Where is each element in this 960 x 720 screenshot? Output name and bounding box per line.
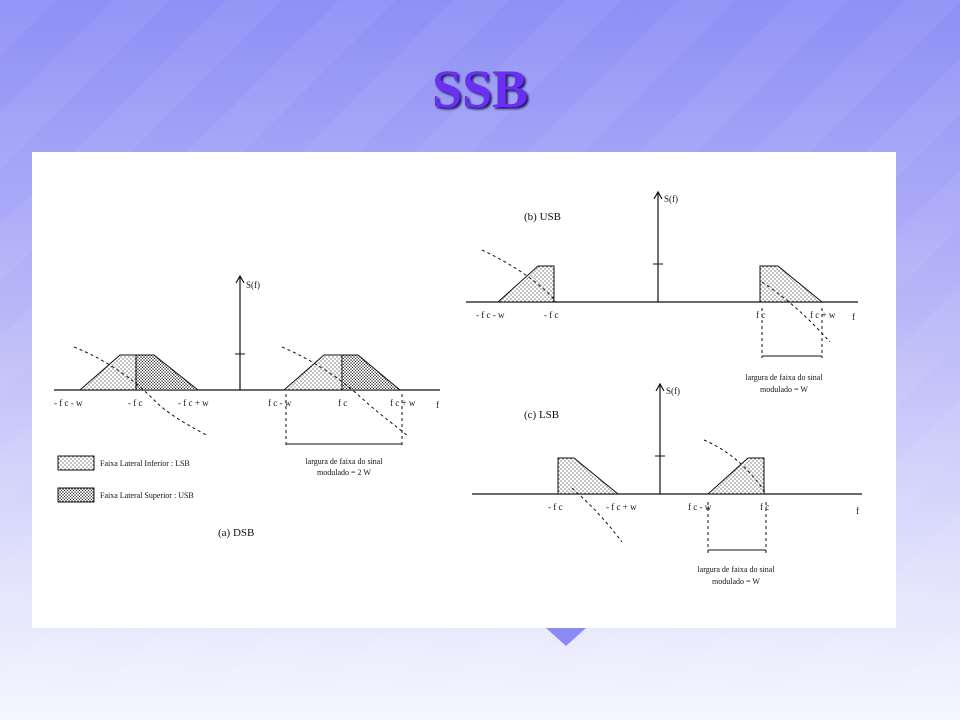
dsb-left-lsb-band bbox=[78, 354, 137, 391]
lsb-tick-fc-minus-w: f c - w bbox=[688, 502, 712, 512]
usb-plot: S(f) f (b) USB - f c - w - f c f c f c +… bbox=[466, 190, 858, 394]
lsb-tick-fc: f c bbox=[760, 502, 769, 512]
lsb-bw-text-2: modulado = W bbox=[712, 577, 760, 586]
usb-bw-text-1: largura de faixa do sinal bbox=[745, 373, 823, 382]
dsb-left-dashed-spectrum bbox=[73, 346, 209, 437]
lsb-caption: (c) LSB bbox=[524, 409, 559, 421]
next-slide-arrow-icon[interactable] bbox=[546, 628, 586, 646]
usb-tick-fc: f c bbox=[756, 310, 765, 320]
usb-right-band bbox=[759, 265, 824, 303]
dsb-s-label: S(f) bbox=[246, 280, 260, 290]
usb-caption: (b) USB bbox=[524, 211, 561, 223]
dsb-s-axis-arrow bbox=[235, 274, 245, 284]
dsb-tick-fc-minus-w: f c - w bbox=[268, 398, 292, 408]
lsb-plot: S(f) f (c) LSB - f c - f c + w f c - w f… bbox=[472, 382, 862, 586]
dsb-tick-fc-plus-w: f c + w bbox=[390, 398, 416, 408]
usb-bw-text-2: modulado = W bbox=[760, 385, 808, 394]
legend-usb-swatch bbox=[57, 487, 95, 503]
dsb-f-label: f bbox=[436, 400, 439, 410]
lsb-bw-text-1: largura de faixa do sinal bbox=[697, 565, 775, 574]
dsb-plot: S(f) f - f c - w - f c - f c + w f c - w… bbox=[54, 274, 440, 539]
usb-s-axis-arrow bbox=[653, 190, 663, 200]
dsb-tick-neg-fc: - f c bbox=[128, 398, 143, 408]
legend-usb-text: Faixa Lateral Superior : USB bbox=[100, 491, 194, 500]
dsb-tick-neg-fc-plus-w: - f c + w bbox=[178, 398, 209, 408]
lsb-s-axis-arrow bbox=[655, 382, 665, 392]
usb-s-label: S(f) bbox=[664, 194, 678, 204]
dsb-right-dashed-spectrum bbox=[281, 346, 409, 437]
lsb-tick-neg-fc: - f c bbox=[548, 502, 563, 512]
figure-panel: S(f) f - f c - w - f c - f c + w f c - w… bbox=[32, 152, 896, 628]
slide-title: SSB bbox=[431, 59, 529, 119]
dsb-tick-neg-fc-minus-w: - f c - w bbox=[54, 398, 83, 408]
usb-f-label: f bbox=[852, 312, 855, 322]
lsb-tick-neg-fc-plus-w: - f c + w bbox=[606, 502, 637, 512]
lsb-left-dashed-spectrum bbox=[571, 487, 623, 543]
dsb-bw-text-1: largura de faixa do sinal bbox=[305, 457, 383, 466]
usb-right-dashed-spectrum bbox=[761, 281, 831, 343]
dsb-right-lsb-band bbox=[282, 354, 343, 391]
dsb-tick-fc: f c bbox=[338, 398, 347, 408]
dsb-caption: (a) DSB bbox=[218, 527, 254, 539]
usb-tick-fc-plus-w: f c + w bbox=[810, 310, 836, 320]
usb-tick-neg-fc-minus-w: - f c - w bbox=[476, 310, 505, 320]
lsb-s-label: S(f) bbox=[666, 386, 680, 396]
usb-left-dashed-spectrum bbox=[481, 249, 557, 303]
lsb-right-band bbox=[706, 457, 765, 495]
legend-lsb-swatch bbox=[57, 455, 95, 471]
dsb-bw-text-2: modulado = 2 W bbox=[317, 468, 371, 477]
spectrum-diagram: S(f) f - f c - w - f c - f c + w f c - w… bbox=[54, 190, 862, 586]
lsb-f-label: f bbox=[856, 506, 859, 516]
lsb-left-band bbox=[557, 457, 620, 495]
legend-lsb-text: Faixa Lateral Inferior : LSB bbox=[100, 459, 190, 468]
dsb-right-usb-band bbox=[341, 354, 402, 391]
usb-left-band bbox=[496, 265, 555, 303]
lsb-right-dashed-spectrum bbox=[703, 439, 767, 495]
dsb-left-usb-band bbox=[135, 354, 200, 391]
usb-tick-neg-fc: - f c bbox=[544, 310, 559, 320]
